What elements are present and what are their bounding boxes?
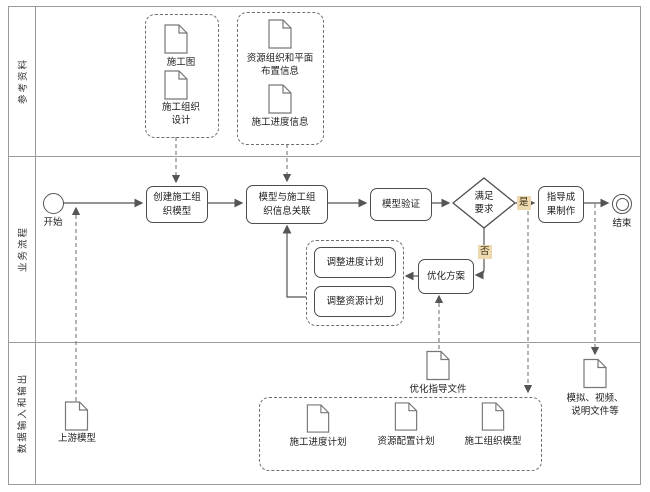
task-adjust-schedule-plan: 调整进度计划 xyxy=(314,247,396,278)
document-icon xyxy=(426,350,450,381)
group-output-plans-models xyxy=(259,397,542,471)
doc-label-construction-org-design: 施工组织 设计 xyxy=(161,102,200,127)
document-icon xyxy=(164,70,188,100)
task-guide-output-production: 指导成 果制作 xyxy=(538,186,584,223)
document-icon xyxy=(64,401,89,431)
group-adjust-plans xyxy=(306,240,404,326)
task-model-verification: 模型验证 xyxy=(370,188,432,221)
end-event-label: 结束 xyxy=(612,218,632,229)
doc-label-sim-video-docs: 模拟、视频、 说明文件等 xyxy=(566,393,624,418)
document-icon xyxy=(164,24,188,54)
doc-label-schedule-plan: 施工进度计划 xyxy=(289,437,347,448)
document-icon xyxy=(268,19,292,49)
document-icon xyxy=(394,402,418,431)
end-event xyxy=(612,194,632,214)
doc-label-schedule-info: 施工进度信息 xyxy=(251,117,309,128)
doc-label-resource-alloc-plan: 资源配置计划 xyxy=(377,436,435,447)
group-construction-design-docs xyxy=(145,14,219,138)
gateway-yes-label: 是 xyxy=(517,196,531,210)
task-adjust-resource-plan: 调整资源计划 xyxy=(314,286,396,317)
start-event xyxy=(43,193,64,214)
task-optimize-plan: 优化方案 xyxy=(418,259,474,294)
task-create-construction-org-model: 创建施工组 织模型 xyxy=(146,186,208,223)
doc-label-optimize-guide-file: 优化指导文件 xyxy=(409,384,467,395)
doc-label-upstream-model: 上游模型 xyxy=(57,433,96,444)
document-icon xyxy=(268,84,292,114)
document-icon xyxy=(306,404,330,433)
lane-divider-top-middle xyxy=(8,156,640,157)
document-icon xyxy=(583,358,607,389)
lane-header-divider xyxy=(35,6,36,484)
end-event-inner-ring xyxy=(615,197,629,211)
gateway-label: 满足 要求 xyxy=(474,190,494,215)
gateway-meet-requirements: 满足 要求 xyxy=(452,177,516,229)
document-icon xyxy=(481,402,505,431)
group-resource-schedule-info xyxy=(237,12,324,145)
lane-divider-middle-bottom xyxy=(8,342,640,343)
start-event-label: 开始 xyxy=(43,217,63,228)
gateway-no-label: 否 xyxy=(478,245,492,259)
doc-label-resource-layout-info: 资源组织和平面 布置信息 xyxy=(246,53,314,78)
doc-label-construction-drawing: 施工图 xyxy=(166,57,196,68)
doc-label-construction-org-model: 施工组织模型 xyxy=(464,436,522,447)
task-associate-model-info: 模型与施工组 织信息关联 xyxy=(246,185,328,224)
